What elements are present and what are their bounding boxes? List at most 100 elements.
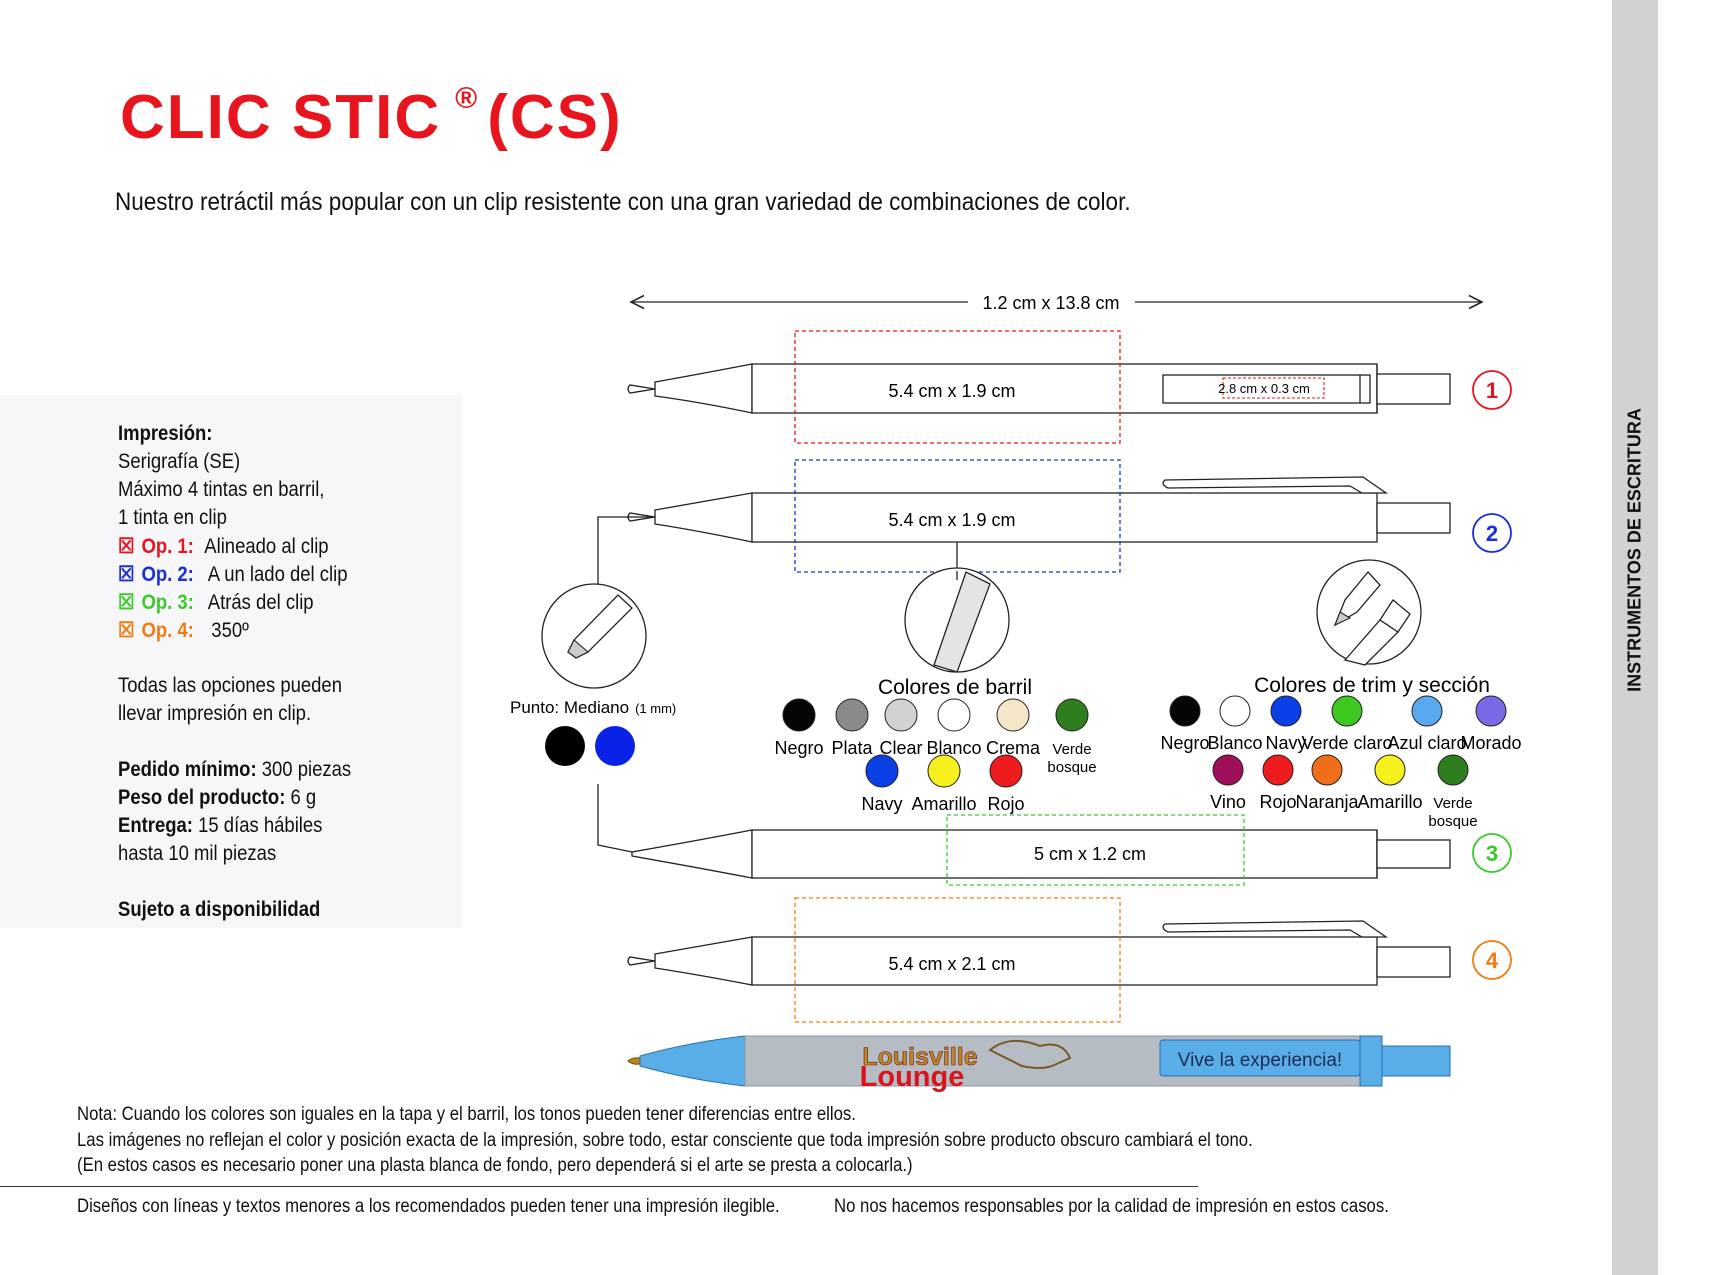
weight-label: Peso del producto: bbox=[118, 786, 286, 809]
product-description: Nuestro retráctil más popular con un cli… bbox=[115, 188, 1131, 216]
checkbox-icon: ☒ bbox=[118, 591, 135, 614]
all-options-line2: llevar impresión en clip. bbox=[118, 702, 312, 725]
color-swatch-label: Crema bbox=[986, 738, 1041, 758]
availability-note: Sujeto a disponibilidad bbox=[118, 898, 321, 921]
color-swatch bbox=[884, 698, 918, 732]
print-area-1-size: 5.4 cm x 1.9 cm bbox=[888, 381, 1015, 401]
option-badge-3-number: 3 bbox=[1486, 841, 1498, 866]
color-swatch bbox=[937, 698, 971, 732]
checkbox-icon: ☒ bbox=[118, 535, 135, 558]
option-4: ☒ Op. 4: 350º bbox=[118, 618, 249, 643]
option-3: ☒ Op. 3: Atrás del clip bbox=[118, 590, 314, 615]
option-badge-1 bbox=[1472, 370, 1512, 410]
delivery-cont: hasta 10 mil piezas bbox=[118, 842, 277, 865]
brand-line1: Louisville bbox=[862, 1043, 977, 1071]
note-line1: Nota: Cuando los colores son iguales en … bbox=[77, 1104, 856, 1125]
color-swatch-label: Naranja bbox=[1295, 792, 1359, 812]
delivery-label: Entrega: bbox=[118, 814, 193, 837]
color-swatch-label: bosque bbox=[1047, 759, 1096, 776]
color-swatch-label: Blanco bbox=[926, 738, 981, 758]
title-main: CLIC STIC bbox=[120, 83, 442, 152]
color-swatch bbox=[996, 698, 1030, 732]
point-label-text: Punto: Mediano bbox=[510, 698, 629, 717]
option-badge-2-number: 2 bbox=[1486, 521, 1498, 546]
option-3-text: Atrás del clip bbox=[207, 591, 314, 614]
ink-color-dot bbox=[595, 726, 635, 766]
color-swatch-label: Morado bbox=[1460, 733, 1521, 753]
color-swatch bbox=[1169, 695, 1201, 727]
delivery-value: 15 días hábiles bbox=[198, 814, 323, 837]
max-inks: Máximo 4 tintas en barril, bbox=[118, 478, 325, 501]
option-badge-4 bbox=[1472, 940, 1512, 980]
print-area-3-size: 5 cm x 1.2 cm bbox=[1034, 844, 1146, 864]
color-swatch-label: Clear bbox=[879, 738, 922, 758]
color-swatch-label: Vino bbox=[1210, 792, 1246, 812]
color-swatch-label: Azul claro bbox=[1387, 733, 1466, 753]
connector-line bbox=[597, 784, 633, 853]
color-swatch-label: Amarillo bbox=[1357, 792, 1422, 812]
sidebar-band bbox=[1612, 0, 1658, 1275]
print-area-2-size: 5.4 cm x 1.9 cm bbox=[888, 510, 1015, 530]
sample-slogan: Vive la experiencia! bbox=[1178, 1050, 1342, 1071]
option-2-text: A un lado del clip bbox=[207, 563, 348, 586]
color-swatch bbox=[865, 754, 899, 788]
weight-value: 6 g bbox=[290, 786, 317, 809]
color-swatch-label: Amarillo bbox=[911, 794, 976, 814]
clip-ink: 1 tinta en clip bbox=[118, 506, 227, 529]
sample-branded-pen: Louisville Lounge Vive la experiencia! bbox=[627, 1035, 1451, 1093]
connector-line bbox=[597, 516, 655, 594]
color-swatch bbox=[782, 698, 816, 732]
color-swatch-label: Verde bbox=[1052, 741, 1091, 758]
color-swatch bbox=[1219, 695, 1251, 727]
option-4-text: 350º bbox=[211, 619, 249, 642]
option-2: ☒ Op. 2: A un lado del clip bbox=[118, 562, 348, 587]
option-3-label: Op. 3: bbox=[141, 591, 194, 614]
point-label: Punto: Mediano(1 mm) bbox=[510, 698, 676, 717]
color-swatch bbox=[989, 754, 1023, 788]
pen-outline-1 bbox=[627, 363, 1451, 414]
footer-right: No nos hacemos responsables por la calid… bbox=[834, 1196, 1389, 1217]
clip-area-1-size: 2.8 cm x 0.3 cm bbox=[1218, 381, 1310, 396]
color-swatch bbox=[835, 698, 869, 732]
color-swatch-label: Blanco bbox=[1207, 733, 1262, 753]
min-order-value: 300 piezas bbox=[261, 758, 352, 781]
color-swatch bbox=[927, 754, 961, 788]
pen-outline-2 bbox=[627, 476, 1451, 543]
color-swatch-label: Verde bbox=[1433, 795, 1472, 812]
option-badge-2 bbox=[1472, 513, 1512, 553]
tip-detail bbox=[541, 583, 647, 689]
color-swatch bbox=[1270, 695, 1302, 727]
footer-left: Diseños con líneas y textos menores a lo… bbox=[77, 1196, 780, 1217]
page-title: CLIC STIC®(CS) bbox=[120, 82, 623, 153]
trim-detail bbox=[1316, 559, 1422, 666]
checkbox-icon: ☒ bbox=[118, 563, 135, 586]
print-method: Serigrafía (SE) bbox=[118, 450, 241, 473]
barrel-detail bbox=[904, 567, 1010, 673]
registered-mark: ® bbox=[455, 82, 480, 115]
note-line3: (En estos casos es necesario poner una p… bbox=[77, 1155, 913, 1176]
divider bbox=[0, 1186, 1198, 1187]
barrel-colors-title: Colores de barril bbox=[878, 676, 1032, 699]
color-swatch bbox=[1331, 695, 1363, 727]
color-swatch-label: Negro bbox=[774, 738, 823, 758]
color-swatch bbox=[1311, 754, 1343, 786]
option-1-text: Alineado al clip bbox=[204, 535, 329, 558]
option-badge-3 bbox=[1472, 833, 1512, 873]
option-badge-1-number: 1 bbox=[1486, 378, 1498, 403]
color-swatch bbox=[1475, 695, 1507, 727]
checkbox-icon: ☒ bbox=[118, 619, 135, 642]
trim-colors-title: Colores de trim y sección bbox=[1254, 674, 1490, 697]
option-1-label: Op. 1: bbox=[141, 535, 194, 558]
color-swatch bbox=[1437, 754, 1469, 786]
print-area-2 bbox=[794, 459, 1121, 573]
color-swatch-label: Navy bbox=[1265, 733, 1306, 753]
delivery: Entrega: 15 días hábiles bbox=[118, 814, 322, 838]
color-swatch-label: Plata bbox=[831, 738, 873, 758]
color-swatch-label: Rojo bbox=[987, 794, 1024, 814]
product-weight: Peso del producto: 6 g bbox=[118, 786, 316, 810]
option-2-label: Op. 2: bbox=[141, 563, 194, 586]
min-order: Pedido mínimo: 300 piezas bbox=[118, 758, 351, 782]
print-area-4 bbox=[794, 897, 1121, 1023]
